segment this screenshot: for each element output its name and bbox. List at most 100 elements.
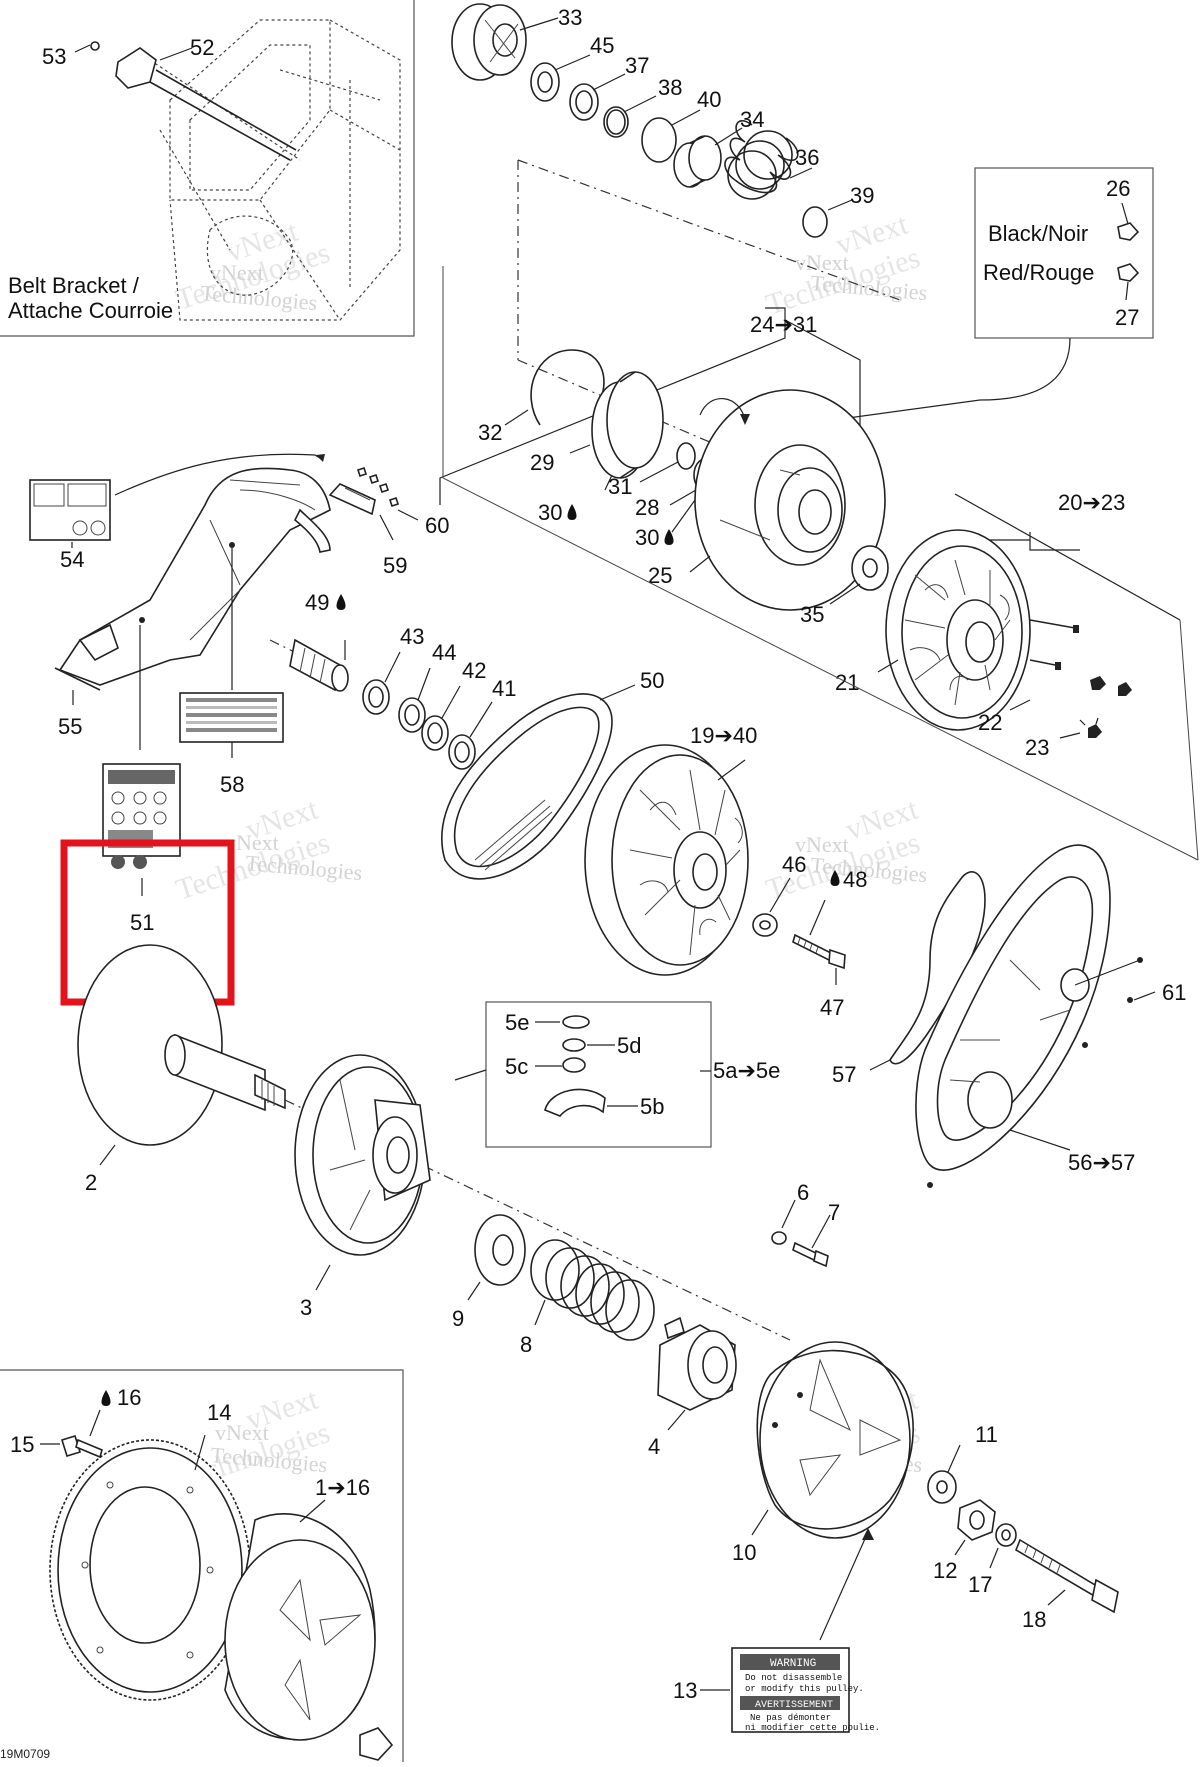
callout-28: 28 [635,495,659,520]
bracket-line [954,493,1181,621]
leader-line [1125,281,1129,301]
part-39-clip [802,206,828,238]
leader-line [454,1069,487,1081]
callout-42: 42 [462,658,486,683]
callout-16: 16 [117,1385,141,1410]
leader-line [699,398,746,421]
watermark-text: vNext [210,260,264,285]
warning-line6: ni modifier cette poulie. [745,1723,880,1733]
part-44-spacer [398,697,426,733]
leader-line [954,1539,966,1556]
callout-56-57: 56➔57 [1068,1150,1135,1175]
warning-line2: Do not disassemble [745,1673,842,1683]
part-5e-icon [562,1015,590,1029]
part-29-sleeve [591,371,664,479]
black-tip-icon [1117,222,1140,241]
leader-line [417,667,431,701]
part-36-spring [724,119,799,200]
part-46-washer [752,913,778,937]
callout-38: 38 [658,75,682,100]
callout-52: 52 [190,35,214,60]
assembly-frame-line [442,266,1199,861]
leader-line [789,167,813,179]
callout-30b: 30 [635,525,659,550]
callout-51: 51 [130,910,154,935]
callout-18: 18 [1022,1607,1046,1632]
drive-pulley-inset: 15 16 14 1➔16 [0,1369,404,1762]
leader-line [599,684,636,701]
part-2-fixed-half: 2 [77,944,286,1195]
callout-9: 9 [452,1306,464,1331]
part-42-spacer [421,715,449,751]
callout-27: 27 [1115,305,1139,330]
kit-range-5a-5e: 5a➔5e [713,1058,780,1083]
leader-line [504,409,529,426]
part-45-bushing [530,62,560,102]
callout-7: 7 [828,1200,840,1225]
part-50-drive-belt: 50 [441,668,664,880]
callout-23: 23 [1025,735,1049,760]
kit-box-5: 5e 5d 5c 5b 5a➔5e [454,1001,780,1148]
callout-24-31: 24➔31 [750,312,817,337]
part-8-spring: 8 [520,1239,655,1357]
leader-line [819,1531,869,1641]
leader-line [623,95,657,113]
warning-header-bar [740,1654,840,1670]
part-5b-icon [544,1088,606,1117]
belt-bracket-part [90,41,297,161]
callout-46: 46 [782,852,806,877]
leader-line [669,489,697,506]
arrow-head [740,414,750,425]
part-22-23-fasteners [1055,625,1132,738]
leader-line [667,1409,686,1431]
part-25-fixed-sheave [694,389,886,611]
callout-45: 45 [590,33,614,58]
leader-line [1047,1589,1066,1606]
leader-line [519,17,559,31]
inset-label-line2: Attache Courroie [8,298,173,323]
callout-11: 11 [975,1422,998,1447]
callout-14: 14 [207,1400,231,1425]
grease-drop-icon [664,529,674,545]
leader-line [379,514,394,541]
axis-line [517,159,901,301]
watermark-text: Technologies [200,280,319,315]
leader-line [989,1547,999,1569]
callout-37: 37 [625,53,649,78]
leader-line [1121,202,1129,225]
part-19-40-drive-sheave: 19➔40 [584,723,757,976]
leader-line [1059,732,1081,739]
part-32-circlip [530,349,605,426]
callout-3: 3 [300,1295,312,1320]
callout-35: 35 [800,602,824,627]
kit-item-5e: 5e [505,1010,529,1035]
leader-line [1074,959,1141,986]
callout-41: 41 [492,676,516,701]
part-38-ring [603,106,629,138]
callout-40: 40 [697,87,721,112]
part-15-screw [60,1435,103,1459]
kit-frame [485,1001,712,1148]
warning-title: WARNING [770,1658,816,1670]
callout-13: 13 [673,1678,697,1703]
grease-drop-icon [101,1390,111,1406]
leader-line [74,44,91,53]
leader-line [384,651,401,683]
belt-guard-assembly: 54 60 59 55 [29,453,449,750]
part-5c-icon [562,1057,586,1073]
kit-item-5b: 5b [640,1094,664,1119]
inset-label-line1: Belt Bracket / [8,273,140,298]
leader-line [1133,991,1156,1001]
callout-53: 53 [42,44,66,69]
leader-line [947,1444,961,1473]
driven-pulley-top-parts: 33 45 37 38 40 34 36 39 [451,3,874,238]
callout-8: 8 [520,1332,532,1357]
callout-55: 55 [58,714,82,739]
part-51-instruction-sticker: 51 [102,763,181,935]
leader-line [877,659,899,673]
bracket-line [1029,532,1080,551]
part-21-movable-sheave [885,529,1076,731]
part-35-washer [851,545,889,591]
callout-48: 48 [843,867,867,892]
